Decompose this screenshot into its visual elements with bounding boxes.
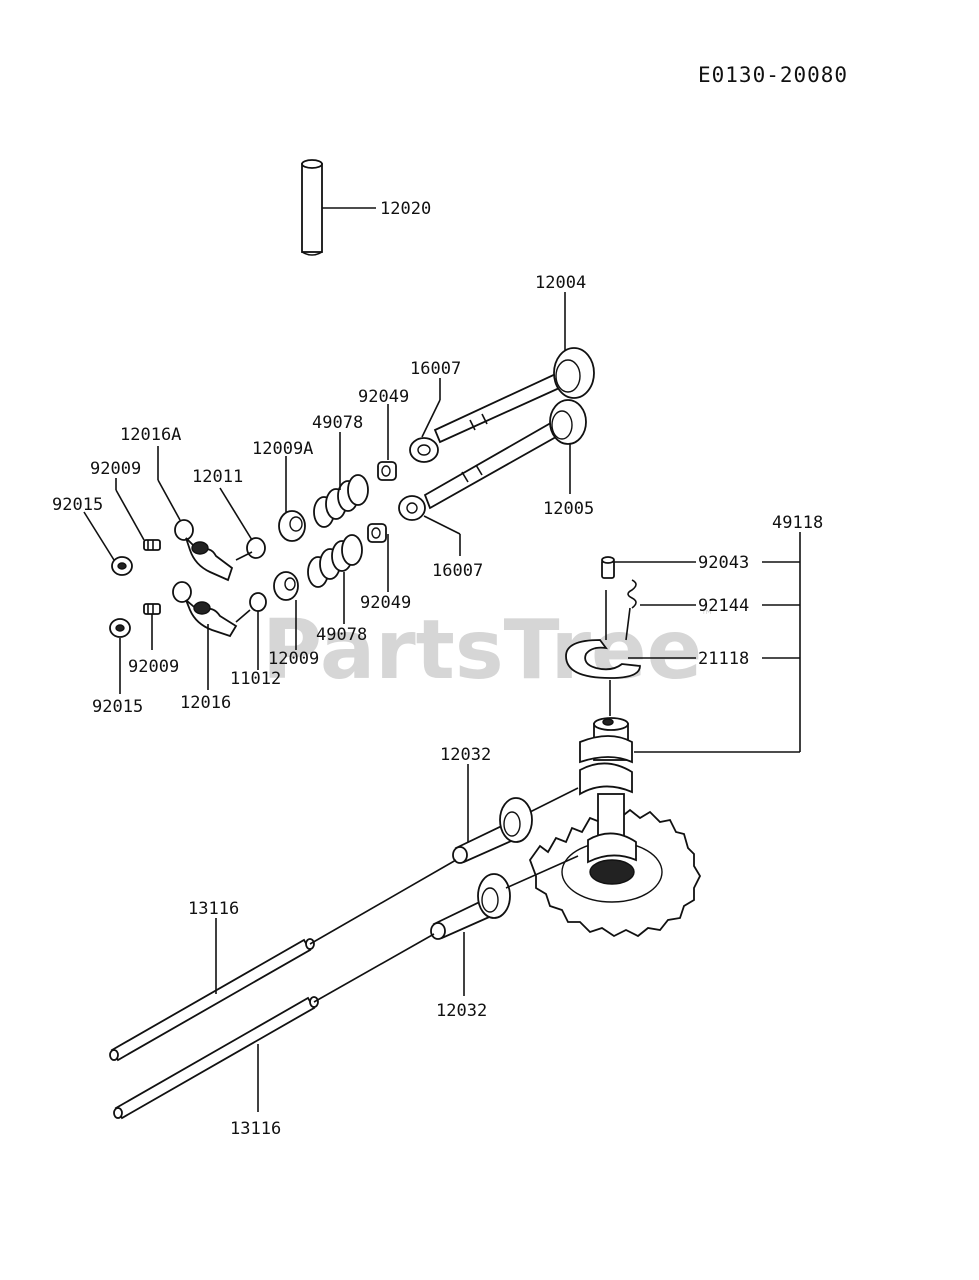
part-13116-push-rod-lower[interactable]	[113, 996, 319, 1120]
part-12011-cap[interactable]	[246, 537, 266, 559]
leader-12011	[219, 487, 253, 541]
label-12016A[interactable]: 12016A	[120, 425, 181, 445]
part-92049-collet-lower[interactable]	[367, 523, 387, 543]
label-49078-lower[interactable]: 49078	[316, 625, 367, 645]
axis-line-cam-lower	[505, 855, 579, 889]
label-92043[interactable]: 92043	[698, 553, 749, 573]
label-21118[interactable]: 21118	[698, 649, 749, 669]
part-12009A-seat[interactable]	[278, 510, 306, 542]
part-49078-spring-upper[interactable]	[313, 474, 369, 528]
part-12009-seat[interactable]	[273, 571, 299, 601]
label-92009-lower[interactable]: 92009	[128, 657, 179, 677]
label-92144[interactable]: 92144	[698, 596, 749, 616]
leader-12016A	[157, 479, 181, 521]
label-12016[interactable]: 12016	[180, 693, 231, 713]
label-92049-lower[interactable]: 92049	[360, 593, 411, 613]
part-12032-tappet-upper[interactable]	[452, 797, 533, 864]
label-13116-upper[interactable]: 13116	[188, 899, 239, 919]
label-12032-upper[interactable]: 12032	[440, 745, 491, 765]
label-12032-lower[interactable]: 12032	[436, 1001, 487, 1021]
axis-line-cam-upper	[529, 787, 579, 813]
part-21118-weight[interactable]	[565, 590, 641, 679]
label-12009A[interactable]: 12009A	[252, 439, 313, 459]
label-49118[interactable]: 49118	[772, 513, 823, 533]
part-92043-pin[interactable]	[601, 556, 615, 579]
part-49078-spring-lower[interactable]	[307, 534, 363, 588]
diagram-reference-code: E0130-20080	[698, 63, 848, 87]
part-92009-screw-lower[interactable]	[143, 603, 161, 615]
part-11012-cap[interactable]	[249, 592, 267, 612]
part-12004-valve[interactable]	[433, 347, 595, 444]
leader-16007-upper	[421, 399, 441, 438]
part-92009-screw-upper[interactable]	[143, 539, 161, 551]
part-49118-camshaft[interactable]	[528, 680, 702, 938]
label-92015-lower[interactable]: 92015	[92, 697, 143, 717]
part-12016-rocker-arm[interactable]	[172, 581, 238, 638]
label-16007-upper[interactable]: 16007	[410, 359, 461, 379]
label-12004[interactable]: 12004	[535, 273, 586, 293]
axis-line-lower	[313, 933, 435, 1003]
label-49078-upper[interactable]: 49078	[312, 413, 363, 433]
leader-92015-upper	[83, 511, 115, 561]
part-12020-pin[interactable]	[301, 159, 323, 256]
part-16007-retainer-lower[interactable]	[398, 495, 426, 521]
leader-92009-upper	[115, 489, 145, 541]
part-12032-tappet-lower[interactable]	[430, 873, 511, 940]
parts-tree-watermark: PartsTree	[262, 603, 702, 698]
watermark-trademark: ™	[700, 608, 714, 624]
label-92009-upper[interactable]: 92009	[90, 459, 141, 479]
label-92049-upper[interactable]: 92049	[358, 387, 409, 407]
label-13116-lower[interactable]: 13116	[230, 1119, 281, 1139]
label-12009[interactable]: 12009	[268, 649, 319, 669]
label-92015-upper[interactable]: 92015	[52, 495, 103, 515]
part-92049-collet-upper[interactable]	[377, 461, 397, 481]
part-12016A-rocker-arm[interactable]	[174, 519, 234, 582]
label-12011[interactable]: 12011	[192, 467, 243, 487]
part-92015-nut-upper[interactable]	[111, 556, 133, 576]
label-12005[interactable]: 12005	[543, 499, 594, 519]
leader-16007-lower	[423, 515, 461, 535]
part-92015-nut-lower[interactable]	[109, 618, 131, 638]
label-16007-lower[interactable]: 16007	[432, 561, 483, 581]
part-12005-valve[interactable]	[423, 399, 587, 510]
label-12020[interactable]: 12020	[380, 199, 431, 219]
part-92144-spring[interactable]	[625, 579, 637, 641]
axis-line-upper	[309, 859, 457, 945]
label-11012[interactable]: 11012	[230, 669, 281, 689]
part-16007-retainer-upper[interactable]	[409, 437, 439, 463]
part-13116-push-rod-upper[interactable]	[109, 938, 315, 1062]
